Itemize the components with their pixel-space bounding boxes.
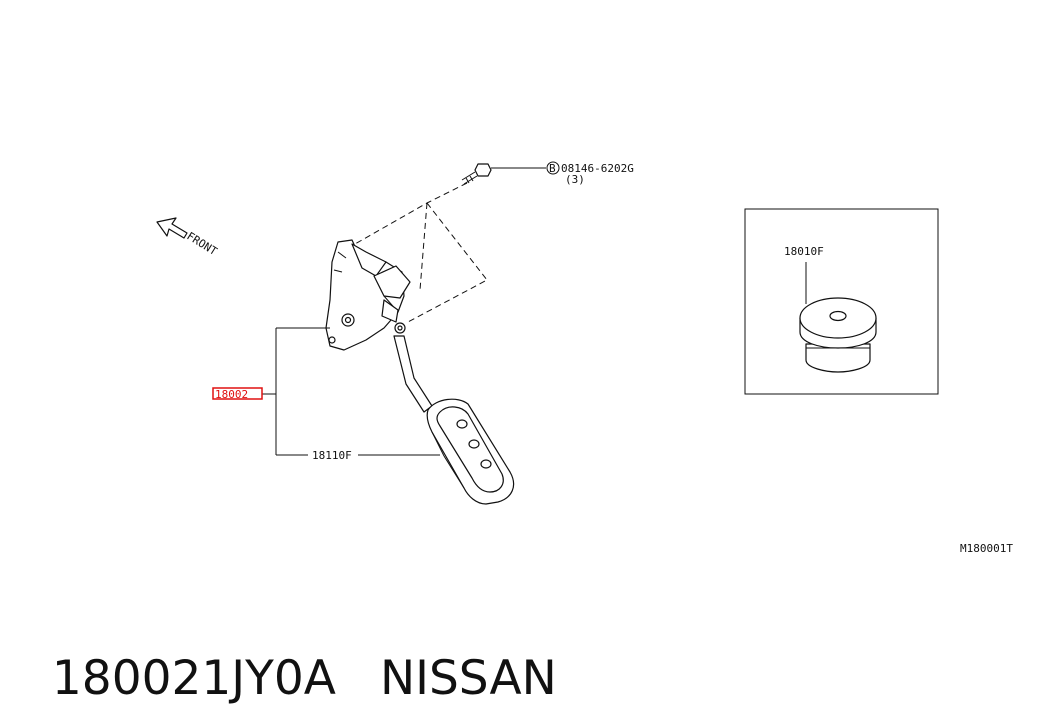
main-part-highlight: [212, 387, 263, 400]
pedal-bracket: [325, 239, 411, 351]
part-number: 180021JY0A: [51, 651, 336, 706]
figure-code: M180001T: [960, 542, 1013, 555]
bolt-code-prefix: B: [549, 162, 556, 175]
main-part-callout: [262, 327, 440, 456]
brand-name: NISSAN: [379, 651, 557, 706]
pedal-arm: [393, 335, 433, 413]
bolt-qty: (3): [565, 173, 585, 186]
main-part-code[interactable]: 18002: [215, 388, 248, 401]
parts-diagram: FRONT B 08146-6202G (3): [156, 161, 1013, 555]
pedal-stopper-part: [799, 297, 877, 373]
front-arrow-icon: [156, 217, 188, 239]
bolt-code: 08146-6202G: [561, 162, 634, 175]
pedal-pad: [426, 398, 515, 505]
footer-caption: 180021JY0A NISSAN: [22, 596, 557, 706]
bolt-code-circle: [546, 161, 560, 175]
front-label: FRONT: [184, 230, 219, 259]
inset-box: [744, 208, 939, 395]
bolt-icon: [461, 163, 492, 185]
pad-part-code[interactable]: 18110F: [312, 449, 352, 462]
inset-part-code[interactable]: 18010F: [784, 245, 824, 258]
mounting-guides: [354, 182, 488, 323]
